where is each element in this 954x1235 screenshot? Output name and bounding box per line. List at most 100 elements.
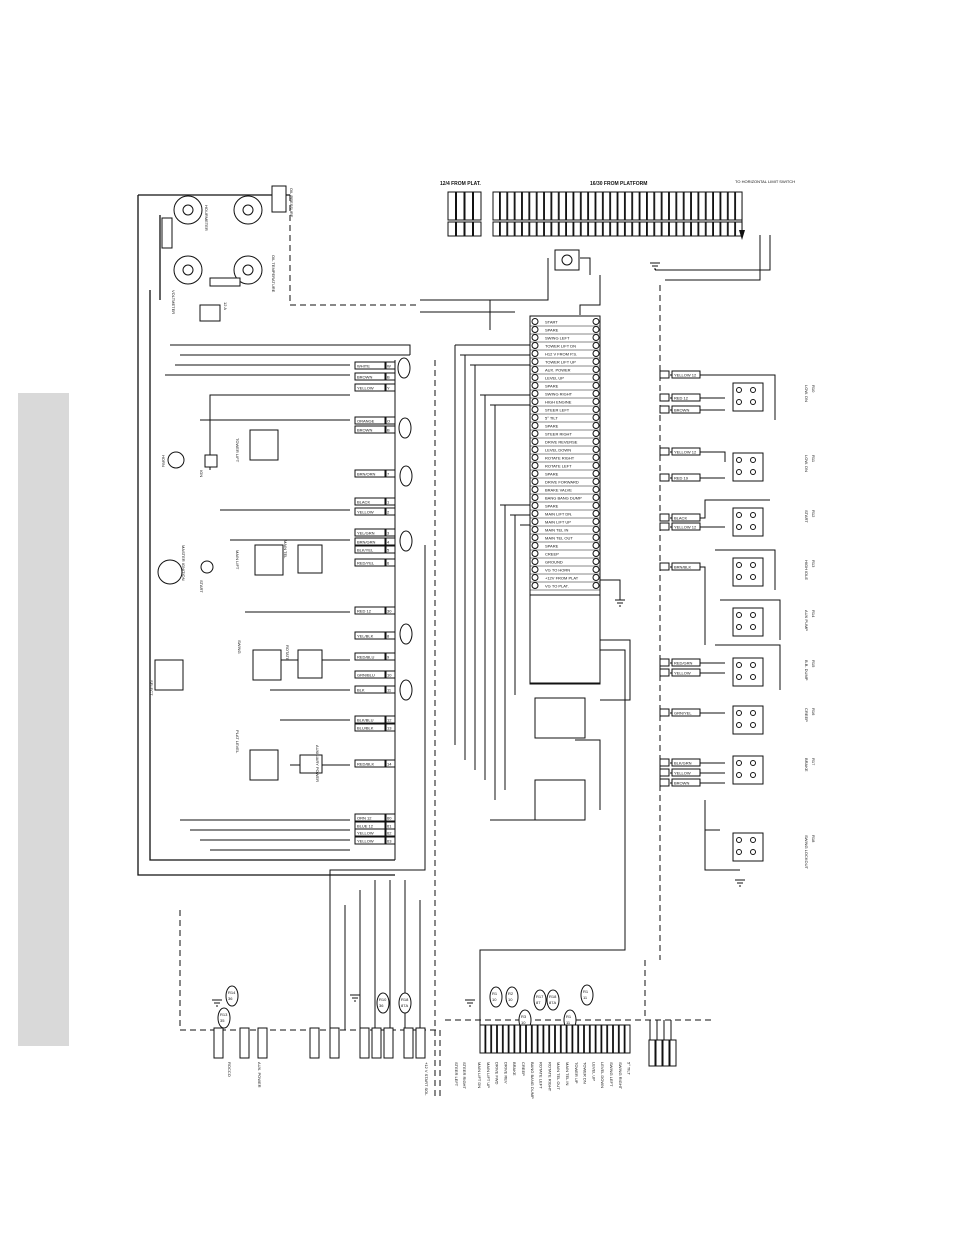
platform-16-30-terminal-block	[492, 191, 743, 237]
relay-pin-icon	[750, 562, 756, 568]
top-terminal-number	[514, 221, 523, 237]
strip-terminal-right-icon	[592, 358, 600, 365]
right-wire-label: GRN/YEL	[674, 711, 692, 716]
wire-color-label: BRN/ORN	[357, 472, 376, 477]
valve-label: TOWER LIFT	[235, 438, 240, 463]
bottom-relay-circle-icon	[217, 1007, 231, 1029]
relay-pin-icon	[736, 710, 742, 716]
oil-pressure-label: OIL PRESSURE	[289, 188, 294, 218]
relay-id-label: R18	[811, 835, 816, 843]
limit-arrow-icon	[739, 230, 745, 240]
top-terminal	[624, 191, 633, 221]
relay-circle-icon	[399, 530, 413, 552]
top-terminal	[610, 191, 618, 221]
bottom-stub-box	[669, 1039, 677, 1067]
right-wire-label: BROWN	[674, 781, 689, 786]
strip-terminal-left-icon	[531, 478, 539, 485]
valve-label: HORN	[161, 455, 166, 467]
strip-terminal-right-icon	[592, 470, 600, 477]
power-connector-icon	[561, 254, 573, 266]
bottom-terminal-box	[566, 1024, 573, 1054]
wire-number-box	[385, 723, 396, 732]
relay-pin-icon	[750, 849, 756, 855]
strip-terminal-right-icon	[592, 326, 600, 333]
wire-color-label: BLK/YEL	[357, 548, 374, 553]
strip-terminal-right-icon	[592, 438, 600, 445]
top-terminal	[735, 191, 743, 221]
strip-terminal-right-icon	[592, 486, 600, 493]
strip-terminal-right-icon	[592, 390, 600, 397]
strip-row-label: LEVEL UP	[545, 376, 564, 381]
top-terminal	[632, 191, 640, 221]
wire-number-label: 30	[387, 609, 392, 614]
strip-row-label: ROTATE RIGHT	[545, 456, 575, 461]
wire-label-box	[354, 383, 386, 392]
wire-color-label: ORN 12	[357, 816, 372, 821]
wire-number-label: 12	[387, 718, 392, 723]
strip-terminal-right-icon	[592, 342, 600, 349]
relay-function-label: AUX PUMP	[804, 610, 809, 631]
wire-color-label: GRN/BLU	[357, 673, 375, 678]
strip-terminal-left-icon	[531, 382, 539, 389]
wire-number-label: W	[387, 364, 391, 369]
strip-terminal-left-icon	[531, 326, 539, 333]
right-wire-label: YELLOW 12	[674, 450, 697, 455]
top-terminal-number	[676, 221, 684, 237]
right-wire-number-box	[659, 370, 670, 379]
right-wire-number-box	[659, 768, 670, 777]
strip-row-label: LEVEL DOWN	[545, 448, 571, 453]
valve-label: MAIN LIFT	[235, 550, 240, 570]
top-terminal-number	[654, 221, 662, 237]
relay-pin-icon	[736, 387, 742, 393]
right-wire-label: YELLOW	[674, 771, 691, 776]
right-wire-label-box	[671, 370, 701, 379]
strip-terminal-right-icon	[592, 318, 600, 325]
bottom-left-terminal-box	[239, 1027, 250, 1059]
wire-number-box	[385, 715, 396, 724]
wire-label-box	[354, 715, 386, 724]
strip-terminal-left-icon	[531, 342, 539, 349]
bottom-relay-id: R3	[521, 1014, 527, 1019]
wire-number-label: 11	[387, 688, 392, 693]
strip-terminal-right-icon	[592, 494, 600, 501]
bottom-relay-id: R14	[228, 990, 236, 995]
top-terminal-number	[492, 221, 500, 237]
top-terminal-number	[705, 221, 714, 237]
wire-number-label: 5	[387, 548, 390, 553]
right-wire-number-box	[659, 708, 670, 717]
aux-module-frame	[529, 594, 601, 684]
bottom-right-label: MAIN LIFT DN	[477, 1062, 482, 1088]
ground-icon	[735, 879, 745, 887]
wire-label-box	[354, 558, 386, 567]
top-terminal-number	[713, 221, 721, 237]
right-wire-label-box	[671, 778, 701, 787]
bottom-right-label: ROTATE RIGHT	[547, 1062, 552, 1092]
bottom-terminal-box	[618, 1024, 625, 1054]
gauge-connector	[271, 185, 287, 213]
relay-pin-icon	[736, 662, 742, 668]
top-terminal-number	[507, 221, 515, 237]
relay-pin-icon	[750, 837, 756, 843]
bottom-right-label: TOWER UP	[574, 1062, 579, 1084]
wire-color-label: BLU/BLK	[357, 726, 374, 731]
bottom-terminal-box	[549, 1024, 556, 1054]
aux-power-block	[299, 754, 323, 774]
bottom-left-terminal-box	[329, 1027, 340, 1059]
wire-color-label: YELLOW	[357, 510, 374, 515]
valve-label: PLAT LEVEL	[235, 730, 240, 754]
strip-terminal-right-icon	[592, 350, 600, 357]
strip-row-label: START	[545, 320, 558, 325]
valve-label: IGN	[199, 470, 204, 477]
wire-color-label: YEL/GRN	[357, 531, 375, 536]
top-terminal	[543, 191, 552, 221]
relay-pin-icon	[736, 849, 742, 855]
wire-label-box	[354, 631, 386, 640]
relay-pin-icon	[750, 574, 756, 580]
strip-terminal-right-icon	[592, 430, 600, 437]
top-left-terminal-number	[456, 221, 465, 237]
wire-label-box	[354, 759, 386, 768]
top-terminal	[573, 191, 581, 221]
strip-terminal-right-icon	[592, 526, 600, 533]
rotate-valve-block	[297, 649, 323, 679]
